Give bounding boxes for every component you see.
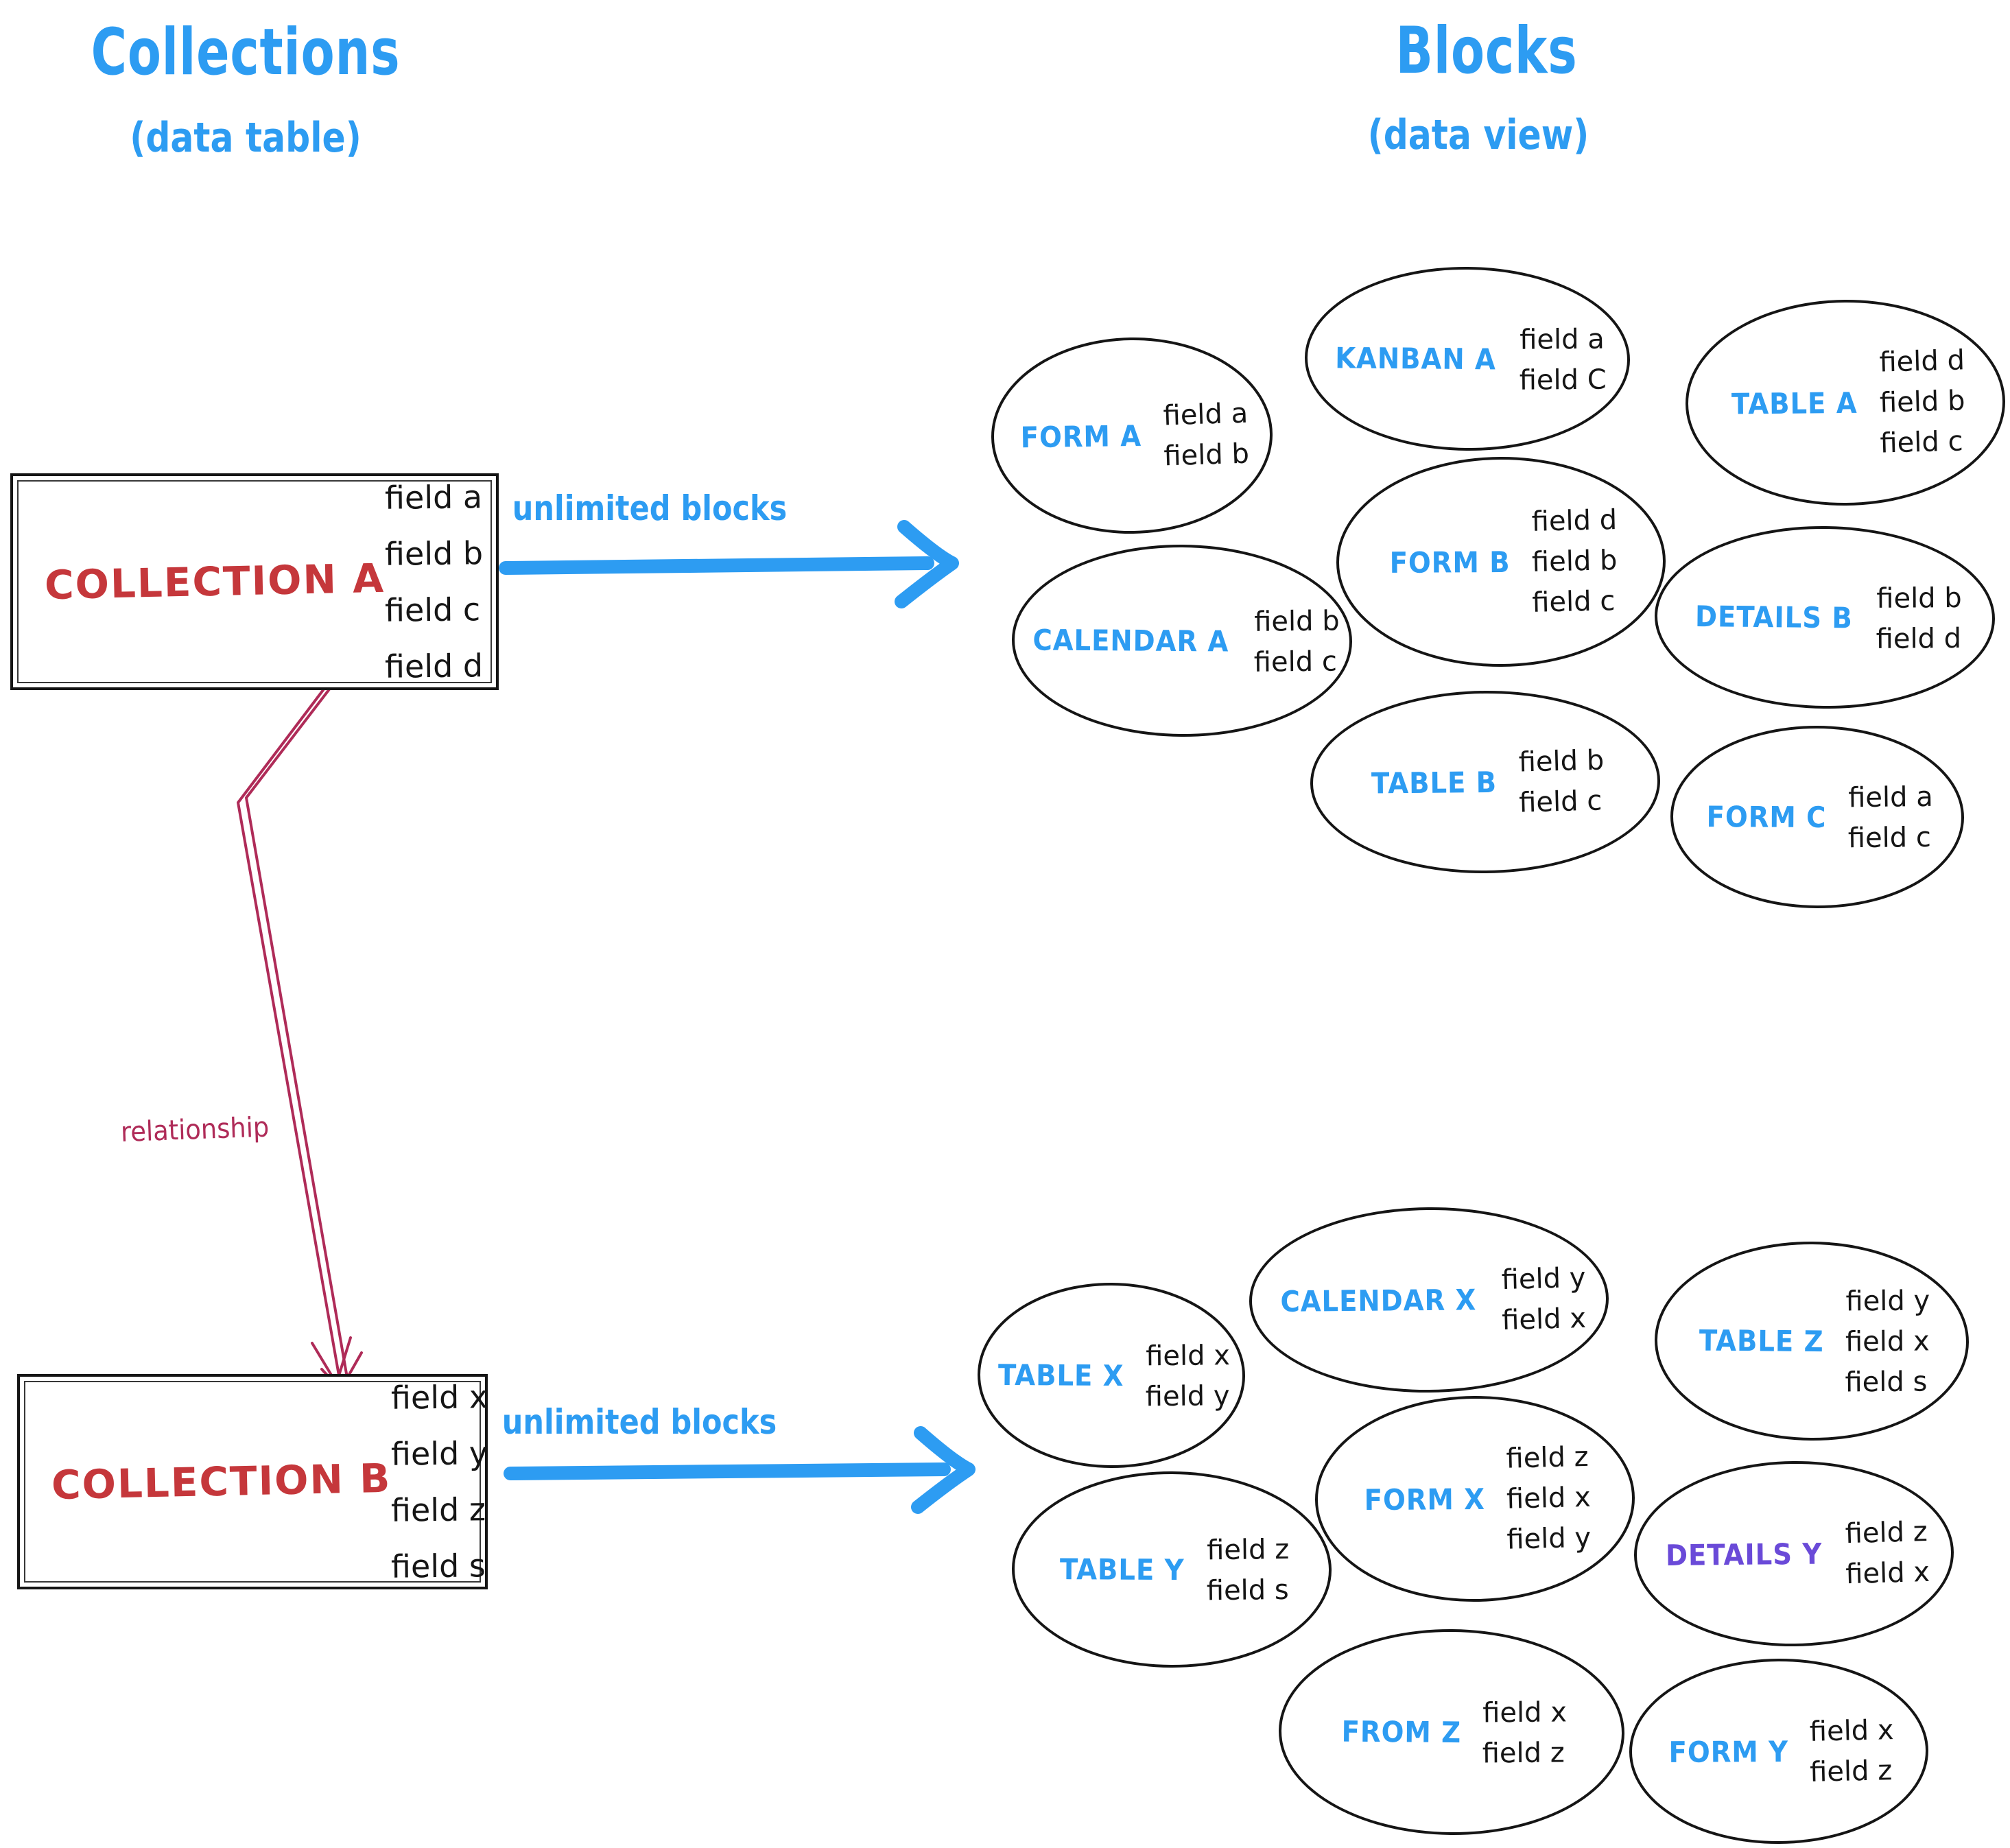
block-name: TABLE Z — [1699, 1323, 1824, 1358]
block-fields: field z field x — [1844, 1515, 1930, 1590]
block-field: field x — [1809, 1714, 1895, 1748]
block-fields: field a field c — [1848, 781, 1933, 854]
collection-field: field y — [391, 1434, 488, 1473]
block-field: field x — [1506, 1481, 1592, 1515]
block-fields: field b field c — [1518, 744, 1605, 819]
block-name: TABLE Y — [1060, 1552, 1185, 1587]
block-fields: field a field C — [1520, 323, 1607, 396]
block-field: field c — [1879, 425, 1963, 460]
block-field: field x — [1146, 1339, 1231, 1372]
block-name: TABLE B — [1371, 765, 1498, 800]
block-field: field x — [1845, 1325, 1930, 1358]
block-field: field s — [1206, 1574, 1289, 1607]
blocks-title: Blocks — [1395, 14, 1578, 88]
block-ellipse-table-y: TABLE Y field z field s — [1011, 1470, 1332, 1669]
collection-field: field s — [391, 1547, 486, 1585]
relationship-label: relationship — [120, 1111, 270, 1148]
block-ellipse-calendar-a: CALENDAR A field b field c — [1011, 543, 1353, 738]
block-ellipse-table-x: TABLE X field x field y — [977, 1281, 1246, 1469]
block-field: field z — [1844, 1515, 1928, 1550]
blocks-subtitle: (data view) — [1367, 111, 1589, 159]
block-field: field c — [1532, 585, 1616, 619]
block-name: KANBAN A — [1335, 340, 1497, 376]
collection-field: field z — [391, 1491, 486, 1529]
block-fields: field y field x field s — [1845, 1285, 1930, 1398]
block-field: field x — [1845, 1556, 1930, 1590]
block-field: field s — [1845, 1366, 1928, 1399]
block-field: field z — [1506, 1441, 1589, 1475]
block-fields: field x field z — [1482, 1696, 1568, 1769]
block-field: field x — [1482, 1696, 1568, 1729]
block-fields: field b field d — [1876, 582, 1962, 655]
block-name: DETAILS B — [1694, 599, 1853, 635]
collection-a-fields: field a field b field c field d — [384, 478, 484, 685]
block-name: FORM B — [1389, 545, 1511, 580]
block-field: field z — [1482, 1736, 1565, 1769]
collection-field: field d — [384, 647, 484, 685]
block-fields: field z field s — [1206, 1533, 1290, 1607]
block-fields: field x field y — [1145, 1339, 1231, 1412]
relationship-arrow — [237, 683, 363, 1394]
block-field: field d — [1878, 344, 1965, 379]
block-name: TABLE X — [997, 1358, 1124, 1393]
collection-b-fields: field x field y field z field s — [391, 1378, 488, 1585]
block-name: FORM C — [1706, 799, 1827, 834]
block-name: CALENDAR A — [1032, 622, 1229, 658]
block-field: field b — [1531, 545, 1618, 578]
collections-title: Collections — [91, 15, 401, 90]
collection-field: field a — [384, 478, 483, 517]
block-ellipse-form-c: FORM C field a field c — [1670, 724, 1965, 910]
block-name: FORM Y — [1668, 1734, 1788, 1769]
block-field: field c — [1253, 645, 1338, 678]
block-field: field y — [1145, 1379, 1231, 1412]
block-field: field b — [1876, 582, 1962, 615]
block-name: DETAILS Y — [1665, 1537, 1823, 1572]
block-name: TABLE A — [1731, 386, 1858, 420]
block-ellipse-form-b: FORM B field d field b field c — [1336, 455, 1666, 668]
collection-b-name: COLLECTION B — [51, 1454, 392, 1509]
block-fields: field a field b — [1162, 397, 1250, 472]
block-field: field d — [1876, 622, 1961, 655]
block-field: field a — [1848, 781, 1934, 814]
block-fields: field z field x field y — [1506, 1441, 1592, 1556]
unlimited-blocks-label-top: unlimited blocks — [512, 488, 788, 528]
block-name: FORM X — [1364, 1482, 1485, 1517]
block-field: field b — [1163, 438, 1250, 472]
collection-a-name: COLLECTION A — [44, 554, 386, 609]
block-field: field c — [1518, 784, 1603, 819]
collection-field: field x — [391, 1378, 488, 1417]
block-name: FROM Z — [1341, 1714, 1462, 1749]
block-field: field b — [1878, 385, 1965, 419]
block-name: FORM A — [1020, 418, 1142, 454]
block-field: field z — [1206, 1533, 1290, 1566]
block-field: field b — [1518, 744, 1605, 779]
block-field: field z — [1810, 1754, 1893, 1788]
block-field: field y — [1501, 1261, 1586, 1296]
block-name: CALENDAR X — [1280, 1282, 1477, 1318]
block-field: field b — [1254, 605, 1340, 638]
block-field: field x — [1501, 1302, 1587, 1336]
block-field: field a — [1520, 323, 1605, 356]
block-fields: field x field z — [1809, 1714, 1895, 1788]
block-field: field y — [1506, 1521, 1592, 1556]
unlimited-blocks-label-bottom: unlimited blocks — [501, 1402, 777, 1442]
block-field: field c — [1847, 821, 1932, 854]
unlimited-blocks-arrow-bottom — [504, 1426, 976, 1514]
block-fields: field y field x — [1501, 1261, 1587, 1336]
block-ellipse-form-y: FORM Y field x field z — [1629, 1657, 1929, 1845]
block-field: field d — [1531, 504, 1618, 538]
unlimited-blocks-arrow-top — [499, 520, 959, 608]
collection-field: field b — [384, 534, 484, 573]
collections-subtitle: (data table) — [130, 114, 362, 162]
block-fields: field d field b field c — [1878, 344, 1965, 460]
block-field: field C — [1519, 364, 1607, 396]
block-fields: field d field b field c — [1531, 504, 1618, 619]
block-field: field y — [1845, 1285, 1930, 1318]
block-field: field a — [1162, 397, 1249, 431]
collection-field: field c — [384, 591, 481, 629]
block-fields: field b field c — [1254, 605, 1340, 678]
